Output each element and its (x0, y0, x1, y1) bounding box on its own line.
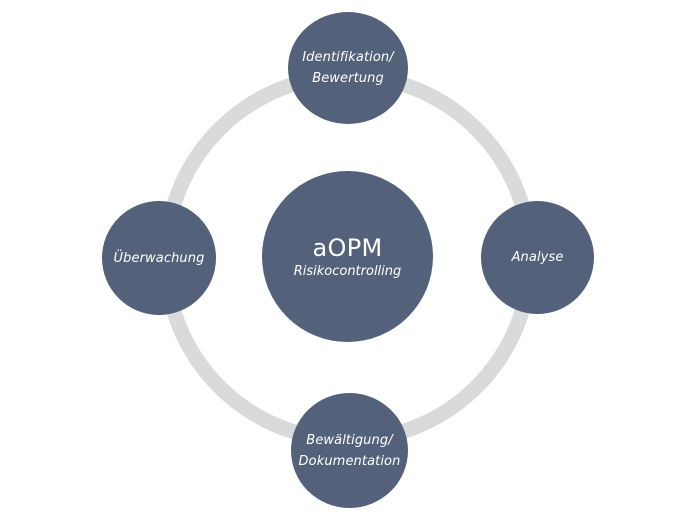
node-analyse-label: Analyse (511, 250, 564, 265)
center-subtitle: Risikocontrolling (293, 263, 402, 279)
node-analyse: Analyse (481, 201, 594, 314)
node-bewaeltigung-dokumentation: Bewältigung/ Dokumentation (291, 393, 408, 508)
node-identifikation-line-1: Identifikation/ (302, 50, 394, 65)
node-identifikation-bewertung: Identifikation/ Bewertung (288, 12, 408, 124)
node-ueberwachung-label: Überwachung (113, 250, 205, 266)
center-node: aOPM Risikocontrolling (262, 171, 433, 342)
node-identifikation-line-2: Bewertung (312, 71, 384, 86)
node-ueberwachung: Überwachung (102, 201, 216, 315)
node-bewaeltigung-line-2: Dokumentation (298, 453, 401, 469)
node-bewaeltigung-line-1: Bewältigung/ (306, 432, 393, 448)
center-title: aOPM (312, 233, 383, 262)
